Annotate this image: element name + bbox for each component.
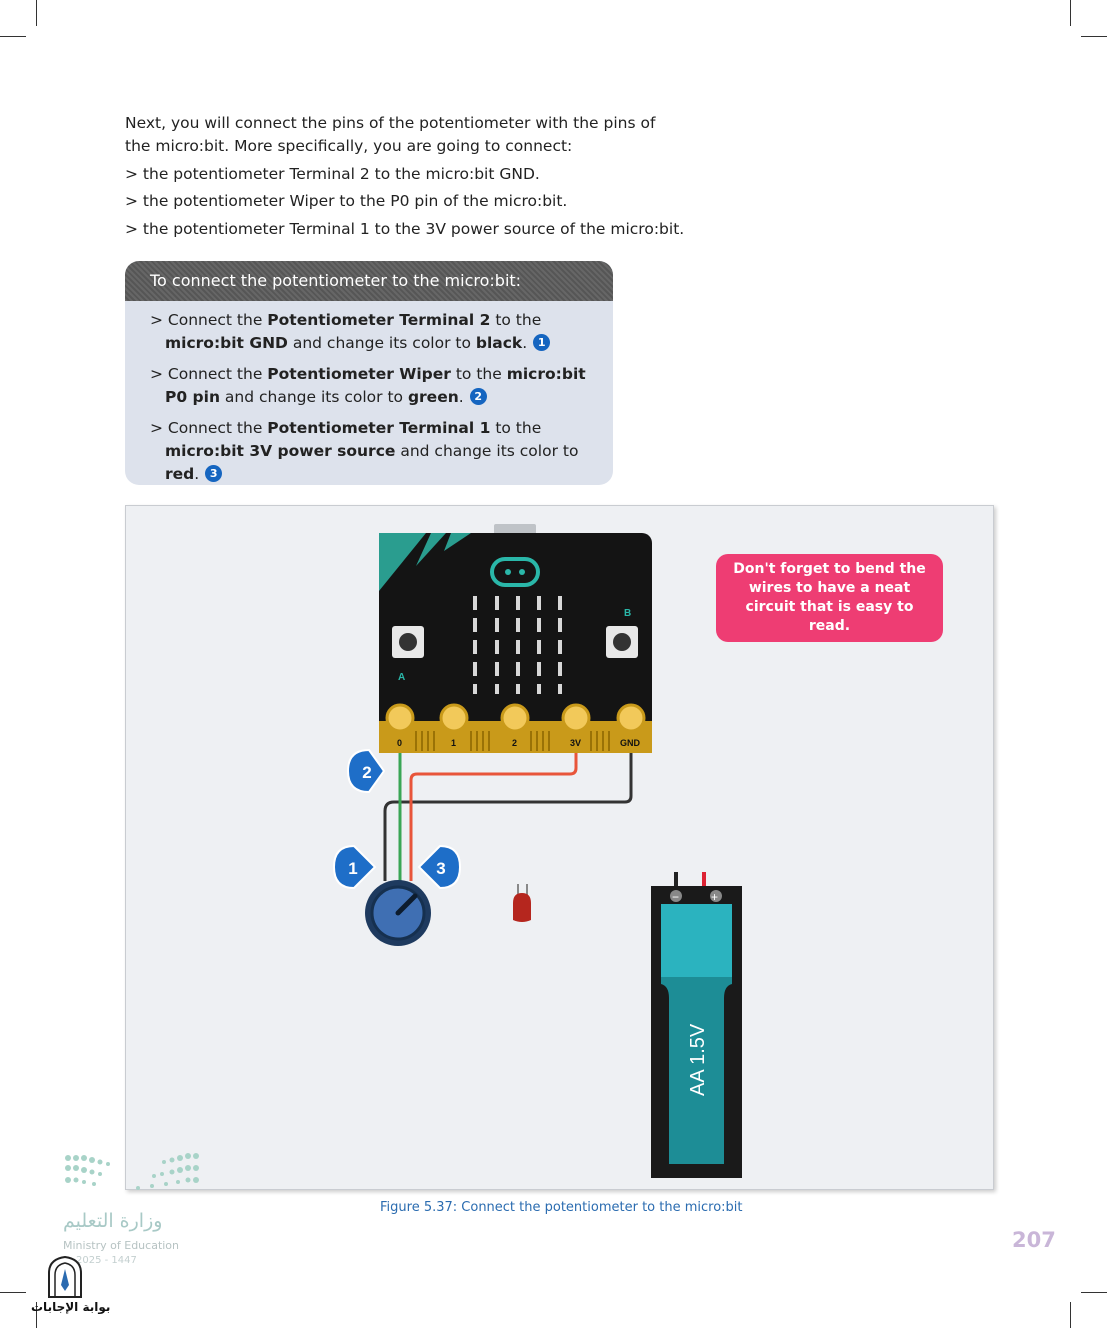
brand-logo-icon: [48, 1255, 82, 1298]
step-number-badge: 2: [469, 388, 487, 405]
instruction-step-2: > Connect the Potentiometer Wiper to the…: [150, 363, 593, 409]
pin-label: 0: [397, 738, 402, 748]
pin-label: 2: [512, 738, 517, 748]
marker-1: 1: [332, 844, 377, 890]
instruction-step-1: > Connect the Potentiometer Terminal 2 t…: [150, 309, 593, 355]
potentiometer-indicator: [395, 893, 418, 916]
red-led: [513, 893, 531, 922]
brand-name: بوابة الإجابات: [31, 1300, 111, 1314]
battery-plus-label: +: [711, 890, 718, 904]
crop-mark: [0, 1292, 26, 1293]
step-text: .: [194, 465, 200, 483]
circuit-figure: A B 0 1 2 3V GND: [125, 505, 994, 1190]
step-bold: Potentiometer Terminal 1: [267, 419, 491, 437]
battery-terminal-red: [702, 872, 706, 886]
marker-3: 3: [417, 844, 462, 890]
crop-mark: [1081, 36, 1107, 37]
crop-mark: [1081, 1292, 1107, 1293]
instruction-steps: > Connect the Potentiometer Terminal 2 t…: [125, 301, 613, 485]
step-text: to the: [490, 311, 542, 329]
step-bold: red: [165, 465, 195, 483]
pin-3v: [561, 703, 591, 733]
step-bold: Potentiometer Terminal 2: [267, 311, 491, 329]
step-bold: micro:bit GND: [165, 334, 288, 352]
instruction-box-title: To connect the potentiometer to the micr…: [125, 261, 613, 301]
step-text: > Connect the: [150, 311, 268, 329]
ministry-name-arabic: وزارة التعليم: [63, 1210, 163, 1232]
board-corner-stripe: [379, 533, 426, 591]
crop-mark: [36, 1302, 37, 1328]
board-corner-stripe: [444, 533, 471, 551]
battery-terminal-black: [674, 872, 678, 886]
microbit-board: [379, 533, 652, 753]
crop-mark: [36, 0, 37, 26]
step-bold: green: [407, 388, 459, 406]
marker-label: 3: [436, 859, 445, 878]
battery-cell-top: [661, 904, 732, 977]
step-bold: Potentiometer Wiper: [267, 365, 451, 383]
ministry-year: 2025 - 1447: [76, 1255, 137, 1266]
step-text: .: [458, 388, 464, 406]
marker-label: 1: [348, 859, 357, 878]
battery-minus-label: −: [672, 890, 679, 904]
pin-label: 1: [451, 738, 456, 748]
crop-mark: [0, 36, 26, 37]
marker-label: 2: [362, 763, 371, 782]
logo-dot: [519, 569, 525, 575]
pin-0: [385, 703, 415, 733]
step-text: to the: [490, 419, 542, 437]
intro-paragraph: Next, you will connect the pins of the p…: [125, 114, 656, 155]
step-text: and change its color to: [219, 388, 408, 406]
pin-label: GND: [620, 738, 641, 748]
page-number: 207: [1012, 1228, 1056, 1252]
intro-text: Next, you will connect the pins of the p…: [125, 112, 685, 241]
intro-bullet: > the potentiometer Terminal 1 to the 3V…: [125, 219, 685, 238]
ministry-name-english: Ministry of Education: [63, 1239, 180, 1252]
board-corner-stripe: [416, 533, 446, 566]
step-text: and change its color to: [287, 334, 476, 352]
led-matrix: [473, 596, 562, 694]
instruction-box: To connect the potentiometer to the micr…: [125, 261, 613, 485]
step-text: to the: [450, 365, 507, 383]
crop-mark: [1070, 0, 1071, 26]
pin-label: 3V: [570, 738, 581, 748]
battery-plus-terminal: [710, 890, 722, 902]
step-text: > Connect the: [150, 419, 268, 437]
step-bold: micro:bit 3V power source: [165, 442, 396, 460]
step-bold: black: [475, 334, 523, 352]
ministry-logo-dots: [65, 1153, 199, 1190]
step-number-badge: 3: [205, 465, 223, 482]
circuit-diagram: A B 0 1 2 3V GND: [332, 524, 742, 1178]
button-a-label: A: [398, 672, 405, 683]
wire-black: [383, 753, 633, 881]
logo-dot: [505, 569, 511, 575]
step-bold: micro:bit P0 pin: [165, 365, 586, 406]
battery-cell-body: [661, 977, 732, 1164]
intro-bullet: > the potentiometer Terminal 2 to the mi…: [125, 164, 540, 183]
wire-red: [409, 753, 578, 881]
button-b-cap: [613, 633, 631, 651]
intro-bullet: > the potentiometer Wiper to the P0 pin …: [125, 192, 568, 210]
crop-mark: [1070, 1302, 1071, 1328]
pin-1: [439, 703, 469, 733]
button-a-cap: [399, 633, 417, 651]
tip-note: Don't forget to bend the wires to have a…: [716, 554, 943, 642]
button-b-label: B: [624, 608, 631, 619]
step-text: .: [522, 334, 528, 352]
figure-caption: Figure 5.37: Connect the potentiometer t…: [380, 1200, 743, 1215]
marker-2: 2: [346, 748, 386, 794]
edge-connector-teeth: [415, 731, 610, 751]
battery-label: AA 1.5V: [687, 1023, 709, 1096]
pin-gnd: [616, 703, 646, 733]
battery-minus-terminal: [670, 890, 682, 902]
step-text: and change its color to: [395, 442, 579, 460]
step-number-badge: 1: [533, 334, 551, 351]
microbit-logo: [490, 557, 540, 587]
tip-note-text: Don't forget to bend the wires to have a…: [733, 561, 926, 634]
instruction-step-3: > Connect the Potentiometer Terminal 1 t…: [150, 417, 593, 485]
step-text: > Connect the: [150, 365, 268, 383]
pin-2: [500, 703, 530, 733]
